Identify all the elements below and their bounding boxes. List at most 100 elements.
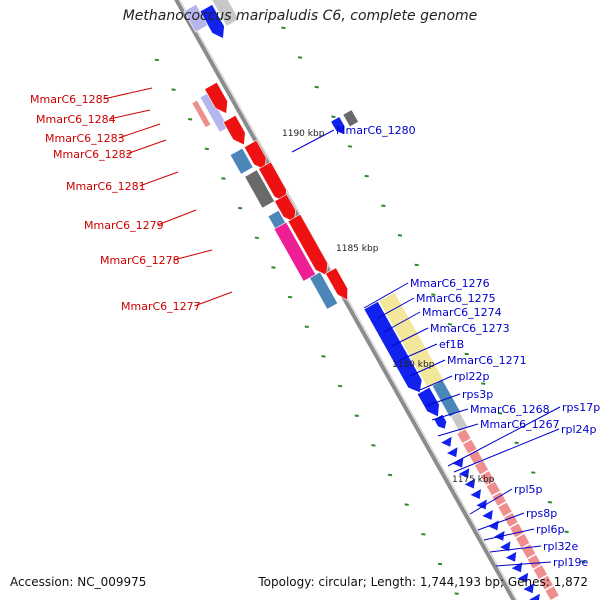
gene-feature	[532, 564, 548, 580]
gene-label: MmarC6_1274	[422, 306, 502, 319]
tick-right	[481, 382, 486, 385]
gene-feature	[479, 470, 495, 486]
gene-feature	[441, 436, 452, 447]
tick-right	[347, 145, 353, 148]
backbone	[174, 0, 518, 600]
leader-line	[431, 408, 469, 421]
leader-line	[409, 359, 446, 377]
leader-line	[477, 512, 525, 531]
scale-label: 1185 kbp	[336, 244, 379, 254]
tick-left	[154, 58, 159, 62]
tick-right	[414, 263, 419, 267]
tick-right	[331, 115, 336, 119]
gene-feature	[204, 81, 228, 114]
leader-line	[139, 171, 179, 187]
leader-line	[399, 343, 438, 361]
gene-label: rps3p	[462, 388, 493, 401]
tick-left	[221, 177, 226, 180]
leader-line	[495, 561, 552, 567]
leader-line	[453, 428, 560, 473]
tick-right	[464, 352, 469, 356]
gene-label: ef1B	[439, 338, 464, 351]
gene-label: rpl22p	[454, 370, 490, 383]
tick-left	[404, 503, 409, 506]
gene-feature	[505, 551, 517, 562]
gene-label: rpl24p	[561, 423, 597, 436]
tick-right	[581, 560, 586, 563]
gene-feature	[482, 510, 493, 520]
tick-right	[397, 234, 403, 237]
tick-right	[497, 412, 503, 415]
gene-feature	[491, 491, 507, 507]
gene-feature	[243, 139, 267, 171]
gene-label: MmarC6_1276	[410, 277, 490, 290]
gene-label: MmarC6_1285	[30, 93, 110, 106]
gene-feature	[464, 478, 476, 489]
gene-feature	[462, 438, 478, 455]
topology-text: Topology: circular; Length: 1,744,193 bp…	[258, 575, 588, 589]
gene-features	[183, 0, 560, 600]
tick-left	[387, 473, 393, 477]
gene-label: rps17p	[562, 401, 600, 414]
gene-feature	[330, 116, 346, 136]
gene-feature	[211, 0, 240, 27]
tick-right	[531, 471, 536, 474]
leader-line	[425, 393, 461, 407]
leader-line	[447, 406, 561, 467]
tick-right	[297, 56, 303, 59]
gene-feature	[199, 92, 229, 133]
tick-left	[271, 266, 276, 269]
tick-left	[454, 592, 459, 595]
leader-line	[363, 282, 409, 309]
gene-feature	[222, 114, 246, 146]
backbone-highlight	[179, 0, 518, 600]
gene-label: MmarC6_1268	[470, 403, 550, 416]
gene-feature	[538, 574, 554, 591]
tick-left	[337, 384, 343, 388]
leader-line	[437, 423, 479, 437]
gene-feature	[476, 499, 487, 510]
gene-feature	[544, 585, 560, 600]
tick-left	[254, 236, 259, 240]
tick-right	[281, 26, 286, 30]
tick-right	[447, 323, 453, 326]
leader-line	[118, 123, 161, 139]
tick-right	[314, 85, 319, 89]
gene-label: MmarC6_1277	[121, 300, 201, 313]
gene-feature	[244, 169, 275, 209]
gene-label: MmarC6_1280	[336, 124, 416, 137]
gene-feature	[485, 480, 501, 497]
gene-feature	[273, 221, 317, 282]
gene-labels: MmarC6_1285MmarC6_1284MmarC6_1283MmarC6_…	[30, 93, 600, 569]
gene-label: MmarC6_1273	[430, 322, 510, 335]
gene-feature	[363, 301, 423, 394]
tick-left	[437, 562, 443, 566]
tick-right	[514, 441, 519, 445]
tick-left	[354, 414, 359, 417]
gene-feature	[523, 583, 534, 594]
scale-label: 1180 kbp	[392, 360, 435, 370]
gene-label: MmarC6_1284	[36, 113, 116, 126]
tick-right	[381, 204, 386, 207]
leader-line	[469, 488, 513, 515]
scale-label: 1175 kbp	[452, 475, 495, 485]
leader-line	[377, 297, 415, 319]
tick-right	[364, 174, 369, 178]
tick-left	[287, 295, 293, 299]
gene-feature	[309, 271, 339, 310]
tick-right	[547, 500, 553, 504]
gene-label: rpl5p	[514, 483, 543, 496]
gene-label: rpl19e	[553, 556, 589, 569]
gene-feature	[183, 3, 209, 33]
leader-line	[391, 327, 429, 347]
tick-left	[321, 355, 326, 358]
tick-left	[188, 117, 193, 121]
label-leaders	[103, 87, 561, 567]
tick-left	[371, 444, 376, 447]
leader-line	[157, 209, 197, 226]
tick-right	[564, 530, 569, 534]
map-title: Methanococcus maripaludis C6, complete g…	[122, 8, 478, 24]
gene-label: MmarC6_1281	[66, 180, 146, 193]
gene-feature	[342, 109, 359, 128]
